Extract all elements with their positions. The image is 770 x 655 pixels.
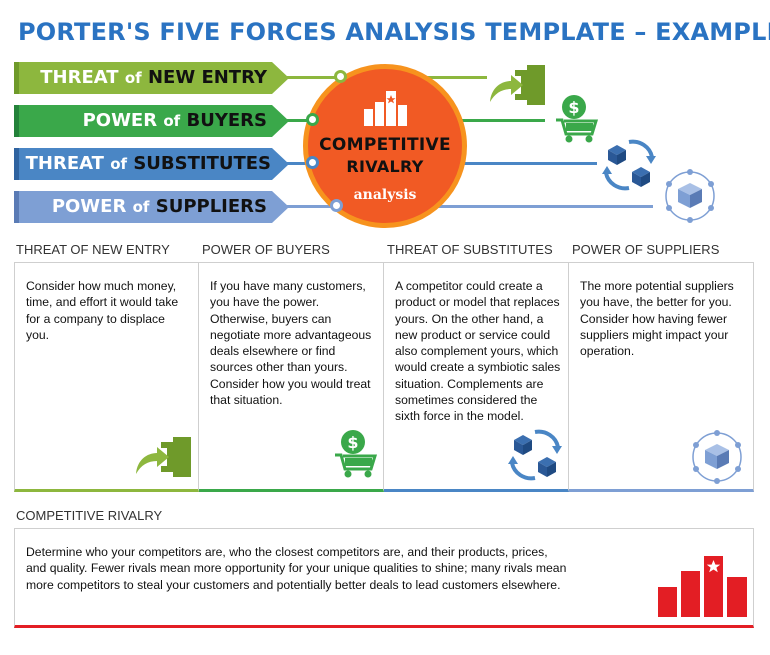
banner-pre: POWER <box>51 196 127 217</box>
col-text: Consider how much money, time, and effor… <box>26 279 179 342</box>
swap-cubes-icon <box>508 429 562 481</box>
col-text: The more potential suppliers you have, t… <box>580 279 734 359</box>
circle-sub: analysis <box>353 187 417 203</box>
col-text: A competitor could create a product or m… <box>395 279 561 424</box>
col-heading-suppliers: POWER OF SUPPLIERS <box>572 242 720 257</box>
banner-of: of <box>110 155 128 173</box>
banner-threat-new-entry: THREAT of NEW ENTRY <box>14 62 289 94</box>
connector-dot-substitutes <box>306 156 319 169</box>
banner-key: SUBSTITUTES <box>133 153 271 174</box>
banner-arrow-shape <box>14 62 289 94</box>
banner-pre: THREAT <box>25 153 104 174</box>
banner-arrow-shape <box>14 105 289 137</box>
banner-key: NEW ENTRY <box>147 67 267 88</box>
connector-dot-suppliers <box>330 199 343 212</box>
banner-of: of <box>124 69 142 87</box>
dollar-cart-icon: $ <box>335 430 378 478</box>
connector-suppliers <box>287 205 653 208</box>
col-text: If you have many customers, you have the… <box>210 279 372 408</box>
col-substitutes: A competitor could create a product or m… <box>384 262 569 492</box>
banner-of: of <box>163 112 181 130</box>
banner-of: of <box>132 198 150 216</box>
col-suppliers: The more potential suppliers you have, t… <box>569 262 754 492</box>
svg-text:$: $ <box>568 98 579 117</box>
banner-pre: THREAT <box>40 67 119 88</box>
circle-line1: COMPETITIVE <box>319 135 451 155</box>
banner-key: SUPPLIERS <box>155 196 267 217</box>
banner-threat-substitutes: THREAT of SUBSTITUTES <box>14 148 289 180</box>
rivalry-heading: COMPETITIVE RIVALRY <box>16 508 163 523</box>
col-heading-buyers: POWER OF BUYERS <box>202 242 330 257</box>
swap-cubes-icon <box>602 139 656 191</box>
connector-dot-new-entry <box>334 70 347 83</box>
banner-arrow-shape <box>14 148 289 180</box>
banner-label: THREAT of SUBSTITUTES <box>26 148 271 180</box>
page-title: PORTER'S FIVE FORCES ANALYSIS TEMPLATE –… <box>18 18 770 46</box>
competitive-rivalry-circle: COMPETITIVE RIVALRY analysis <box>303 64 467 228</box>
network-cube-icon <box>692 430 742 484</box>
circle-line2: RIVALRY <box>346 157 424 176</box>
banner-pre: POWER <box>82 110 158 131</box>
banner-label: POWER of SUPPLIERS <box>52 191 267 223</box>
banner-label: THREAT of NEW ENTRY <box>40 62 267 94</box>
bar-chart-star-icon <box>658 556 747 617</box>
banner-power-buyers: POWER of BUYERS <box>14 105 289 137</box>
col-heading-new-entry: THREAT OF NEW ENTRY <box>16 242 170 257</box>
connector-dot-buyers <box>306 113 319 126</box>
col-new-entry: Consider how much money, time, and effor… <box>14 262 199 492</box>
svg-text:$: $ <box>347 433 358 452</box>
bar-chart-star-icon <box>364 91 407 126</box>
banner-power-suppliers: POWER of SUPPLIERS <box>14 191 289 223</box>
banner-arrow-shape <box>14 191 289 223</box>
enter-arrow-icon <box>490 65 545 105</box>
enter-arrow-icon <box>136 437 191 477</box>
network-cube-icon <box>665 169 715 223</box>
rivalry-box: Determine who your competitors are, who … <box>14 528 754 628</box>
banner-label: POWER of BUYERS <box>83 105 267 137</box>
col-buyers: If you have many customers, you have the… <box>199 262 384 492</box>
banner-key: BUYERS <box>186 110 268 131</box>
rivalry-text: Determine who your competitors are, who … <box>26 545 567 592</box>
col-heading-substitutes: THREAT OF SUBSTITUTES <box>387 242 553 257</box>
dollar-cart-icon: $ <box>556 95 599 143</box>
